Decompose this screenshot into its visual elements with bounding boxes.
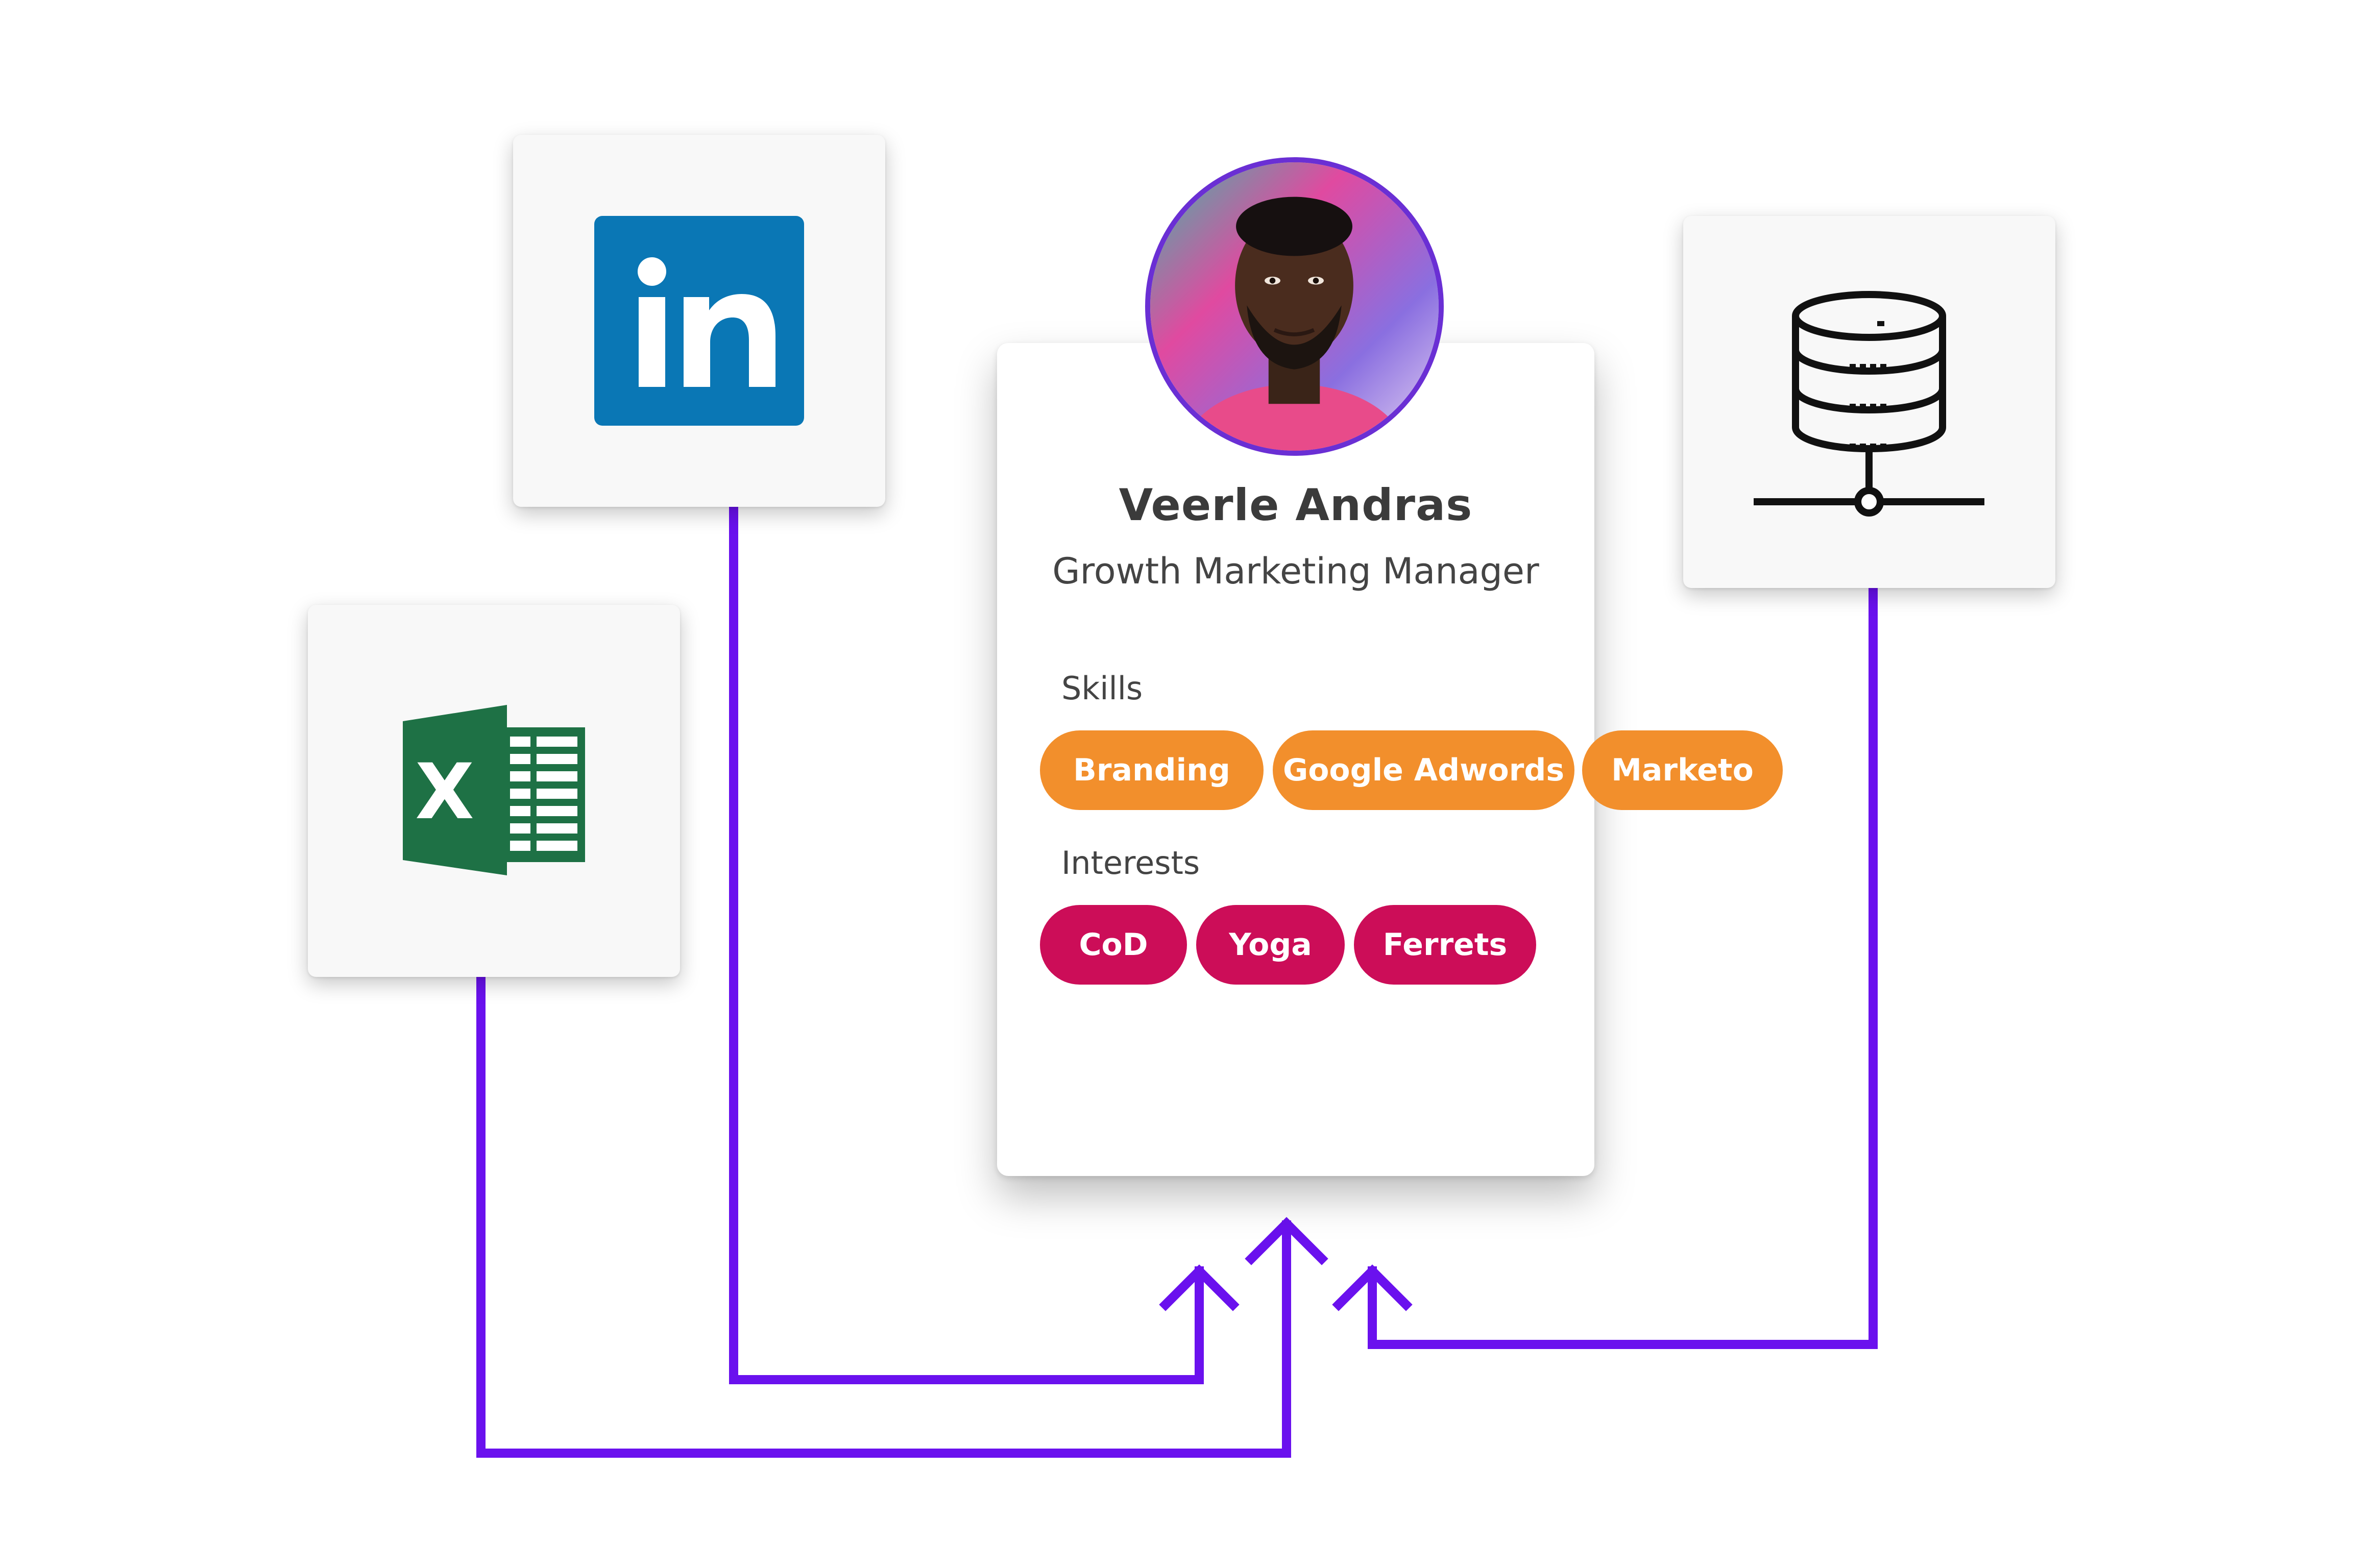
interest-chip: CoD [1040,905,1187,985]
avatar-photo [1150,162,1439,451]
skills-label: Skills [1061,670,1143,707]
profile-name: Veerle Andras [1119,480,1473,531]
excel-arrowhead [1245,1217,1328,1265]
linkedin-source-tile [513,135,885,507]
skill-chip: Branding [1040,730,1264,810]
interest-chip: Yoga [1196,905,1345,985]
svg-text:X: X [415,748,474,837]
excel-icon: X [403,705,585,875]
interest-chip: Ferrets [1354,905,1536,985]
database-server-icon [1754,291,1984,517]
excel-source-tile: X [308,605,680,977]
database-arrowhead [1332,1264,1413,1311]
linkedin-icon [594,216,804,426]
profile-avatar [1145,157,1444,456]
linkedin-connector [729,502,1204,1384]
interests-label: Interests [1061,844,1200,881]
database-source-tile [1683,216,2055,588]
profile-role: Growth Marketing Manager [1052,550,1539,592]
excel-connector [476,972,1291,1458]
skill-chip: Google Adwords [1273,730,1574,810]
skill-chip: Marketo [1582,730,1783,810]
database-connector [1368,583,1878,1349]
linkedin-arrowhead [1159,1264,1240,1311]
